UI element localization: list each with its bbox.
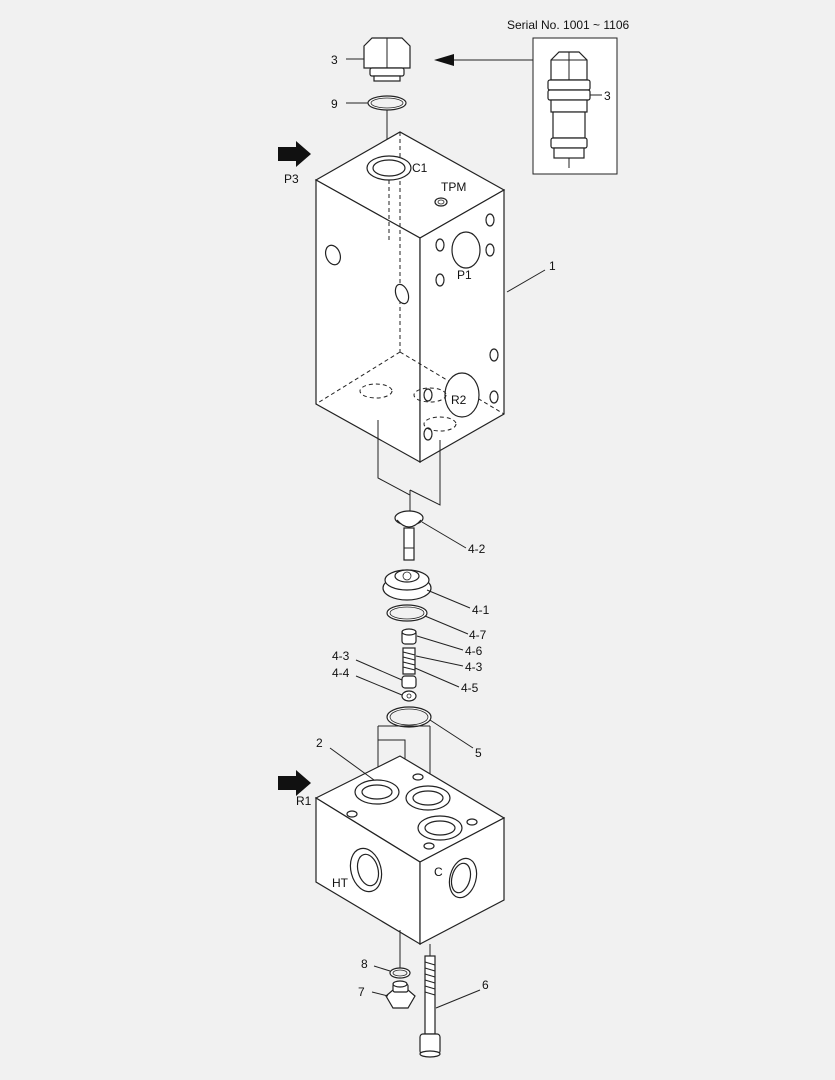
arrow-right-icon [278, 770, 311, 796]
spring-4-5 [402, 647, 416, 675]
port-c: C [434, 865, 443, 879]
callout-4-3-left: 4-3 [332, 649, 350, 663]
o-ring-9 [367, 95, 407, 111]
callout-8: 8 [361, 957, 368, 971]
plug-7 [385, 980, 416, 1009]
inset-callout-3: 3 [604, 89, 611, 103]
callout-4-1: 4-1 [472, 603, 490, 617]
callout-4-2: 4-2 [468, 542, 486, 556]
callout-9: 9 [331, 97, 338, 111]
inset-panel: Serial No. 1001 ~ 1106 3 [507, 18, 630, 175]
port-p3: P3 [284, 172, 299, 186]
callout-6: 6 [482, 978, 489, 992]
port-ht: HT [332, 876, 349, 890]
callout-2: 2 [316, 736, 323, 750]
callout-4-6: 4-6 [465, 644, 483, 658]
spacer-4-3 [401, 675, 417, 689]
nut-4-4 [401, 690, 417, 702]
inset-serial-note: Serial No. 1001 ~ 1106 [507, 18, 630, 32]
o-ring-8 [389, 967, 411, 979]
bushing-4-6 [401, 628, 417, 645]
poppet-4-2 [394, 510, 424, 561]
callout-7: 7 [358, 985, 365, 999]
inset-cartridge [547, 51, 591, 168]
callout-5: 5 [475, 746, 482, 760]
lower-valve-block [314, 755, 506, 946]
port-r1: R1 [296, 794, 312, 808]
upper-valve-block [314, 131, 506, 464]
arrow-right-icon [278, 141, 311, 167]
o-ring-5 [386, 706, 432, 728]
callout-4-3-right: 4-3 [465, 660, 483, 674]
o-ring-4-7 [386, 604, 428, 622]
callout-4-5: 4-5 [461, 681, 479, 695]
port-tpm: TPM [441, 180, 466, 194]
callout-4-7: 4-7 [469, 628, 487, 642]
callout-1: 1 [549, 259, 556, 273]
port-p1: P1 [457, 268, 472, 282]
seat-4-1 [382, 569, 432, 601]
assembly-lines-upper [377, 420, 441, 512]
callout-4-4: 4-4 [332, 666, 350, 680]
callout-3: 3 [331, 53, 338, 67]
port-r2: R2 [451, 393, 467, 407]
bolt-6 [419, 955, 441, 1058]
port-c1: C1 [412, 161, 428, 175]
plug-cap [363, 37, 411, 82]
arrow-left-icon [434, 54, 533, 66]
